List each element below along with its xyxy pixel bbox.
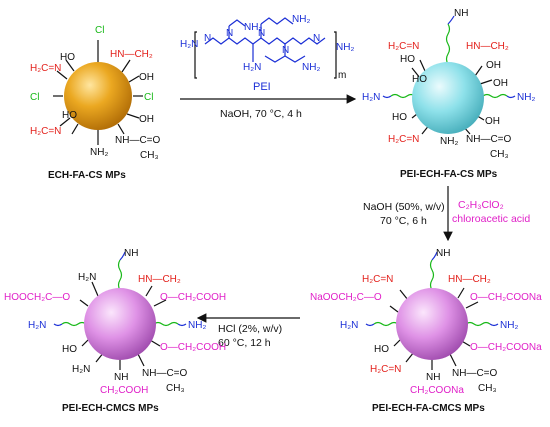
ho-2: HO <box>62 110 77 121</box>
nhco-4: NH—C=O <box>142 368 188 379</box>
sphere-ech-fa-cs: Cl H₂C=N HN—CH₂ HO OH Cl Cl HO OH H₂C=N … <box>30 25 161 181</box>
nh2-4a: NH₂ <box>188 320 206 331</box>
oh-2: OH <box>139 114 154 125</box>
nh-4b: NH <box>114 372 128 383</box>
o-ch2cooh-4a: O—CH₂COOH <box>160 292 226 303</box>
step-2: NaOH (50%, w/v) 70 °C, 6 h C₂H₃ClO₂ chlo… <box>363 186 530 242</box>
nh2-2a: NH₂ <box>517 92 535 103</box>
ho-6: HO <box>374 344 389 355</box>
oh-4: OH <box>493 78 508 89</box>
step-1: NaOH, 70 °C, 4 h <box>180 94 357 120</box>
oh-5: OH <box>485 116 500 127</box>
ch2coona-3: CH₂COONa <box>410 385 464 396</box>
step3-conditions-1: HCl (2%, w/v) <box>218 323 282 335</box>
imine-1: H₂C=N <box>30 63 61 74</box>
step2-reagent-name: chloroacetic acid <box>452 213 530 225</box>
step2-conditions-1: NaOH (50%, w/v) <box>363 201 445 213</box>
cl-left: Cl <box>30 92 39 103</box>
cl-right: Cl <box>144 92 153 103</box>
ho-1: HO <box>60 52 75 63</box>
oh-1: OH <box>139 72 154 83</box>
pei-n-2: N <box>226 28 233 39</box>
ch3-1: CH₃ <box>140 150 159 161</box>
h2n-3a: H₂N <box>340 320 358 331</box>
nhco-2: NH—C=O <box>466 134 512 145</box>
pei-h2n-bot: H₂N <box>243 62 261 73</box>
ho-4: HO <box>412 74 427 85</box>
nh2-1: NH₂ <box>90 147 108 158</box>
ho-3: HO <box>400 54 415 65</box>
pei-n-3: N <box>258 28 265 39</box>
h2n-4c: H₂N <box>72 364 90 375</box>
sphere-pei-ech-fa-cmcs: NH H₂C=N HN—CH₂ NaOOCH₂C—O O—CH₂COONa H₂… <box>310 248 542 414</box>
nhch2-3: HN—CH₂ <box>448 274 491 285</box>
hoocch2o-4: HOOCH₂C—O <box>4 292 70 303</box>
imine-6: H₂C=N <box>370 364 401 375</box>
pei-nh2-top2: NH₂ <box>292 14 310 25</box>
ch3-4: CH₃ <box>166 383 185 394</box>
naoocch2o-3: NaOOCH₂C—O <box>310 292 382 303</box>
h2n-4b: H₂N <box>28 320 46 331</box>
pei-name: PEI <box>253 81 271 93</box>
pei-nh2-bot: NH₂ <box>302 62 320 73</box>
nh2-3a: NH₂ <box>500 320 518 331</box>
ch2cooh-4: CH₂COOH <box>100 385 148 396</box>
pei-nh2-right: NH₂ <box>336 42 354 53</box>
o-ch2cooh-4b: O—CH₂COOH <box>160 342 226 353</box>
label-ech-fa-cs: ECH-FA-CS MPs <box>48 170 126 181</box>
sphere-pei-ech-cmcs: NH H₂N HN—CH₂ HOOCH₂C—O O—CH₂COOH H₂N NH… <box>4 248 226 414</box>
o-ch2coona-3a: O—CH₂COONa <box>470 292 542 303</box>
ch3-2: CH₃ <box>490 149 509 160</box>
nh2-2b: NH₂ <box>440 136 458 147</box>
imine-2: H₂C=N <box>30 126 61 137</box>
nhco-1: NH—C=O <box>115 135 161 146</box>
pei-subscript: m <box>338 70 346 81</box>
label-pei-ech-cmcs: PEI-ECH-CMCS MPs <box>62 403 159 414</box>
pei-nh2-top1: NH₂ <box>244 22 262 33</box>
nhch2-1: HN—CH₂ <box>110 49 153 60</box>
h2n-4a: H₂N <box>78 272 96 283</box>
oh-3: OH <box>486 60 501 71</box>
h2n-2a: H₂N <box>362 92 380 103</box>
nh-3b: NH <box>426 372 440 383</box>
step3-conditions-2: 60 °C, 12 h <box>218 337 271 349</box>
step2-reagent-formula: C₂H₃ClO₂ <box>458 199 504 211</box>
ch3-3: CH₃ <box>478 383 497 394</box>
pei-n-1: N <box>204 33 211 44</box>
sphere-pei-ech-fa-cs: NH H₂C=N HN—CH₂ HO OH HO OH H₂N NH₂ HO O… <box>362 8 535 180</box>
ho-5: HO <box>392 112 407 123</box>
pei-structure: H₂N N N NH₂ N NH₂ N H₂N NH₂ N NH₂ m PEI <box>180 14 354 93</box>
nh-4: NH <box>124 248 138 259</box>
step-3: HCl (2%, w/v) 60 °C, 12 h <box>196 313 300 349</box>
pei-n-5: N <box>313 33 320 44</box>
label-pei-ech-fa-cmcs: PEI-ECH-FA-CMCS MPs <box>372 403 485 414</box>
o-ch2coona-3b: O—CH₂COONa <box>470 342 542 353</box>
pei-n-4: N <box>282 45 289 56</box>
nhco-3: NH—C=O <box>452 368 498 379</box>
imine-4: H₂C=N <box>388 134 419 145</box>
nhch2-4: HN—CH₂ <box>138 274 181 285</box>
imine-3: H₂C=N <box>388 41 419 52</box>
label-pei-ech-fa-cs: PEI-ECH-FA-CS MPs <box>400 169 498 180</box>
nh-2: NH <box>454 8 468 19</box>
step2-conditions-2: 70 °C, 6 h <box>380 215 427 227</box>
imine-5: H₂C=N <box>362 274 393 285</box>
step1-conditions: NaOH, 70 °C, 4 h <box>220 108 302 120</box>
cl-top: Cl <box>95 25 104 36</box>
ho-7: HO <box>62 344 77 355</box>
pei-h2n-left: H₂N <box>180 39 198 50</box>
nhch2-2: HN—CH₂ <box>466 41 509 52</box>
nh-3: NH <box>436 248 450 259</box>
